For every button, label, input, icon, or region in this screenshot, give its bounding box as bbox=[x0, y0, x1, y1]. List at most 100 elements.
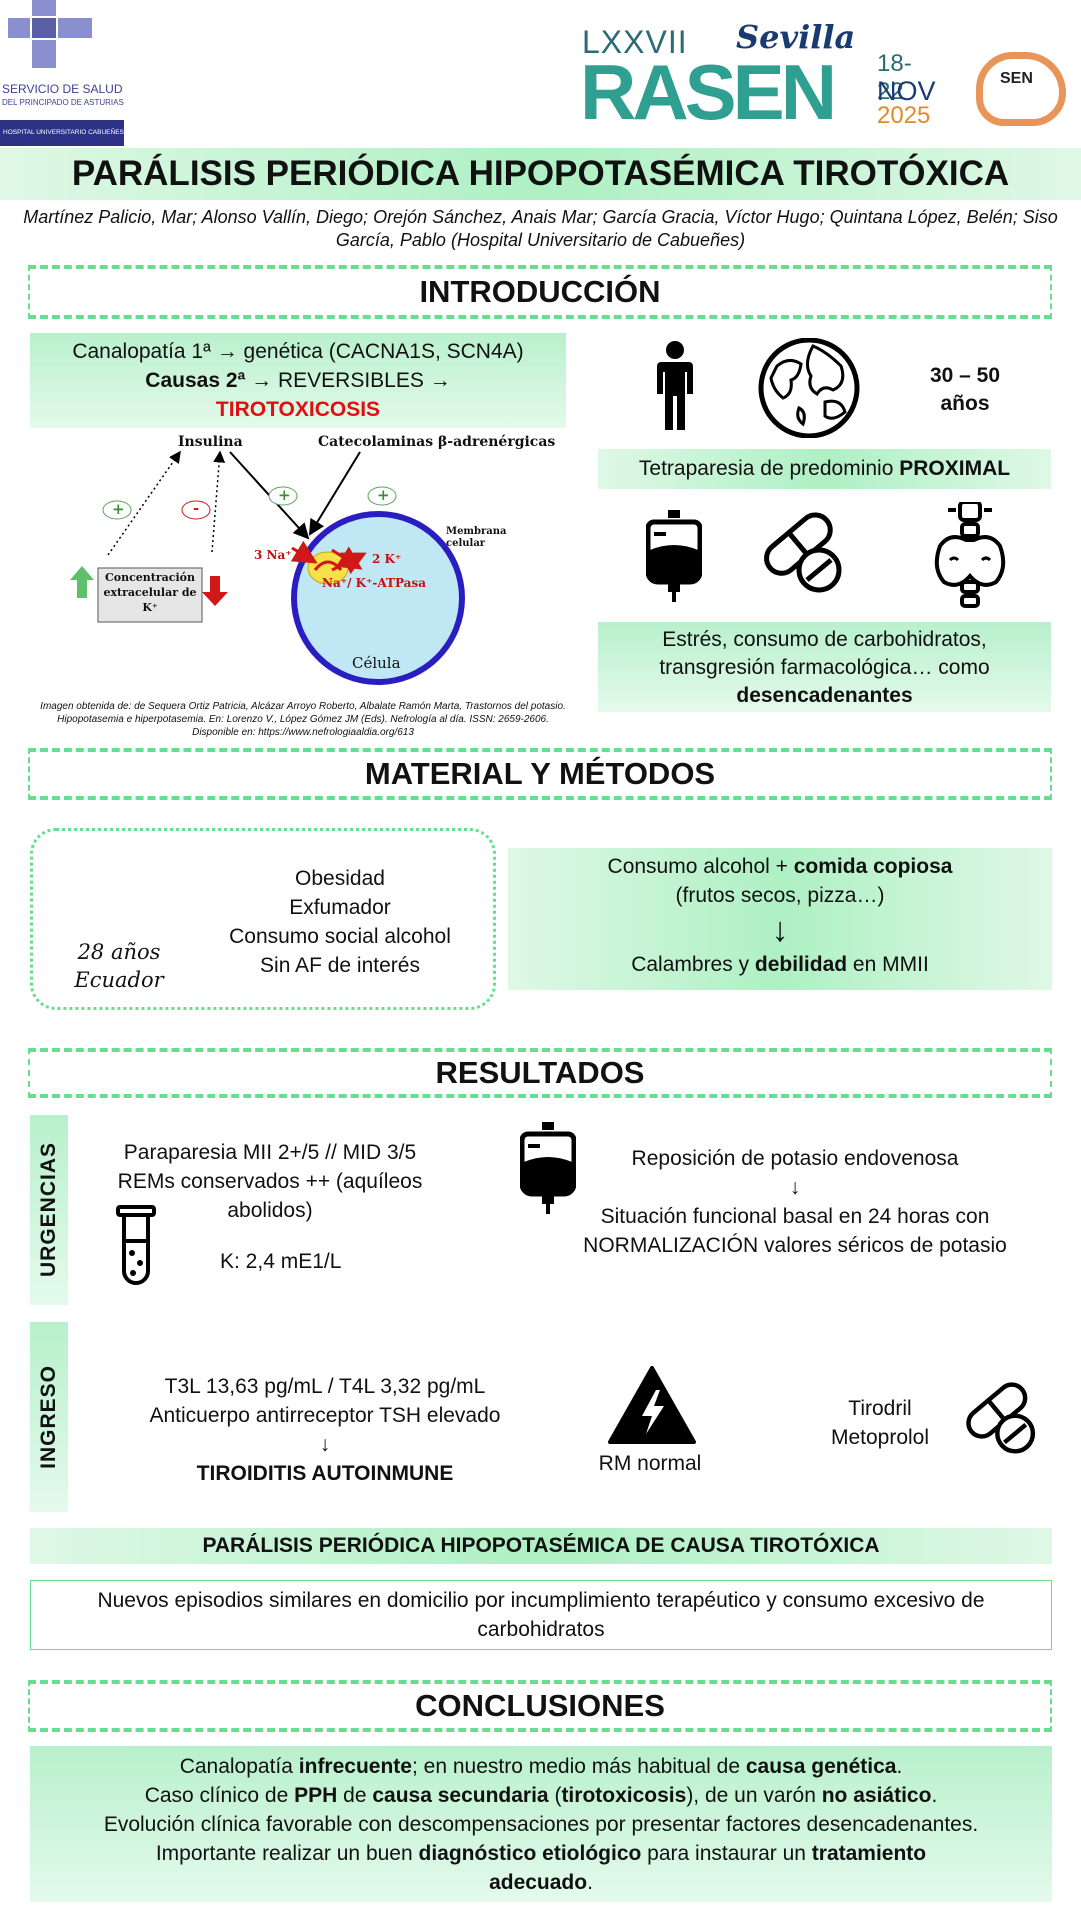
patient-age: 28 años bbox=[77, 940, 161, 964]
intro-heading-box bbox=[28, 265, 1052, 319]
date-year: 2025 bbox=[877, 102, 931, 129]
conclusion-line: Importante realizar un buen diagnóstico … bbox=[155, 1842, 927, 1865]
plus-sign: + bbox=[278, 486, 291, 504]
triggers-bold: desencadenantes bbox=[736, 684, 913, 707]
na-label: 3 Na⁺ bbox=[254, 548, 292, 562]
congress-name: RASEN bbox=[580, 48, 837, 136]
methods-heading-box bbox=[28, 748, 1052, 800]
pills-icon bbox=[966, 1382, 1036, 1454]
congress-number: LXXVII bbox=[582, 24, 688, 60]
org-line1: SERVICIO DE SALUD bbox=[2, 82, 123, 96]
patient-history: Obesidad Exfumador Consumo social alcoho… bbox=[200, 864, 480, 980]
history-item: Consumo social alcohol bbox=[229, 925, 451, 948]
basal-line1: Situación funcional basal en 24 horas co… bbox=[600, 1205, 990, 1228]
history-item: Obesidad bbox=[295, 867, 385, 890]
methods-heading: MATERIAL Y MÉTODOS bbox=[364, 756, 716, 791]
urgencias-band: URGENCIAS bbox=[30, 1115, 68, 1305]
history-item: Sin AF de interés bbox=[260, 954, 420, 977]
ingreso-label: INGRESO bbox=[37, 1365, 60, 1469]
patient-country: Ecuador bbox=[74, 968, 164, 992]
intro-box: Canalopatía 1ª → genética (CACNA1S, SCN4… bbox=[30, 333, 566, 428]
results-heading: RESULTADOS bbox=[435, 1055, 645, 1090]
case-bold: comida copiosa bbox=[793, 855, 953, 878]
treatment-block: Reposición de potasio endovenosa ↓ Situa… bbox=[545, 1144, 1045, 1260]
globe-icon bbox=[758, 338, 860, 438]
conc-label: Concentración extracelular de K⁺ bbox=[103, 571, 197, 614]
intro-box-line2: Causas 2ª → REVERSIBLES → bbox=[30, 366, 566, 395]
org-line2: DEL PRINCIPADO DE ASTURIAS bbox=[2, 98, 124, 107]
hospital-logo: SERVICIO DE SALUD DEL PRINCIPADO DE ASTU… bbox=[0, 0, 128, 148]
intro-heading: INTRODUCCIÓN bbox=[419, 274, 661, 309]
drug-list: Tirodril Metoprolol bbox=[820, 1394, 940, 1452]
pump-diagram: Insulina Catecolaminas β-adrenérgicas + … bbox=[60, 430, 560, 695]
basal-line2: NORMALIZACIÓN valores séricos de potasio bbox=[583, 1234, 1007, 1257]
diagnosis-thyroiditis: TIROIDITIS AUTOINMUNE bbox=[196, 1462, 454, 1485]
thyroid-icon bbox=[934, 502, 1006, 608]
tirotoxicosis-label: TIROTOXICOSIS bbox=[215, 398, 381, 421]
tetra-text: Tetraparesia de predominio bbox=[638, 457, 900, 480]
conclusion-line: Caso clínico de PPH de causa secundaria … bbox=[144, 1784, 938, 1807]
plus-sign: + bbox=[377, 486, 390, 504]
triggers-line2: transgresión farmacológica… como bbox=[659, 656, 990, 679]
plus-sign: + bbox=[112, 500, 125, 518]
history-item: Exfumador bbox=[289, 896, 391, 919]
pills-icon bbox=[764, 512, 842, 593]
warning-lightning-icon bbox=[608, 1366, 696, 1444]
membrana-label: Membrana celular bbox=[446, 526, 507, 549]
congress-city: Sevilla bbox=[736, 18, 856, 56]
authors: Martínez Palicio, Mar; Alonso Vallín, Di… bbox=[23, 207, 1058, 250]
urgencias-exam: Paraparesia MII 2+/5 // MID 3/5 REMs con… bbox=[117, 1141, 423, 1222]
pump-label: Na⁺/ K⁺-ATPasa bbox=[322, 576, 426, 590]
age-unit: años bbox=[940, 392, 990, 415]
conclusions-heading: CONCLUSIONES bbox=[415, 1688, 665, 1723]
followup-box: Nuevos episodios similares en domicilio … bbox=[30, 1580, 1052, 1650]
ingreso-band: INGRESO bbox=[30, 1322, 68, 1512]
cell-label: Célula bbox=[352, 654, 401, 672]
potassium-value: K: 2,4 mE1/L bbox=[220, 1250, 342, 1273]
conclusion-line: adecuado. bbox=[489, 1871, 593, 1894]
cross-icon bbox=[8, 0, 92, 68]
final-diagnosis: PARÁLISIS PERIÓDICA HIPOPOTASÉMICA DE CA… bbox=[30, 1528, 1052, 1564]
congress-logo: LXXVII Sevilla RASEN 18-22 NOV 2025 bbox=[580, 18, 936, 136]
iv-bag-icon bbox=[646, 510, 702, 602]
minus-sign: - bbox=[193, 499, 200, 517]
page-title: PARÁLISIS PERIÓDICA HIPOPOTASÉMICA TIROT… bbox=[71, 154, 1010, 193]
case-line3: Calambres y debilidad en MMII bbox=[631, 953, 929, 976]
down-arrow-icon: ↓ bbox=[789, 1176, 801, 1199]
k-label: 2 K⁺ bbox=[372, 552, 402, 566]
causas-text: → REVERSIBLES → bbox=[245, 369, 451, 392]
title-band bbox=[0, 148, 1081, 200]
drug-tirodril: Tirodril bbox=[848, 1397, 912, 1420]
sen-logo: SEN bbox=[976, 52, 1066, 126]
patient-box bbox=[30, 828, 496, 1010]
intro-box-line1: Canalopatía 1ª → genética (CACNA1S, SCN4… bbox=[72, 340, 524, 363]
triggers-line1: Estrés, consumo de carbohidratos, bbox=[662, 628, 987, 651]
triggers-box: Estrés, consumo de carbohidratos, transg… bbox=[598, 622, 1051, 712]
sen-logo-text: SEN bbox=[1000, 70, 1033, 87]
results-heading-box bbox=[28, 1048, 1052, 1098]
org-band: HOSPITAL UNIVERSITARIO CABUEÑES bbox=[0, 120, 124, 146]
tetra-bold: PROXIMAL bbox=[899, 457, 1011, 480]
case-line1: Consumo alcohol + comida copiosa bbox=[607, 855, 953, 878]
rm-result: RM normal bbox=[598, 1452, 702, 1475]
case-box: Consumo alcohol + comida copiosa (frutos… bbox=[508, 848, 1052, 990]
iv-bag-icon bbox=[520, 1122, 576, 1214]
down-arrow-icon: ↓ bbox=[319, 1433, 331, 1456]
test-tube-icon bbox=[116, 1205, 156, 1285]
diagram-caption: Imagen obtenida de: de Sequera Ortiz Pat… bbox=[40, 701, 566, 738]
drug-metoprolol: Metoprolol bbox=[830, 1426, 930, 1449]
tetra-box: Tetraparesia de predominio PROXIMAL bbox=[598, 449, 1051, 489]
person-icon bbox=[657, 341, 693, 430]
ingreso-labs: T3L 13,63 pg/mL / T4L 3,32 pg/mL Anticue… bbox=[110, 1372, 540, 1488]
causas-label: Causas 2ª bbox=[145, 369, 246, 392]
conclusions-box: Canalopatía infrecuente; en nuestro medi… bbox=[30, 1746, 1052, 1902]
conclusion-line: Evolución clínica favorable con descompe… bbox=[103, 1813, 979, 1836]
insulina-label: Insulina bbox=[178, 434, 243, 450]
repos-text: Reposición de potasio endovenosa bbox=[631, 1147, 959, 1170]
urgencias-label: URGENCIAS bbox=[37, 1142, 60, 1278]
date-days: 18-22 bbox=[877, 50, 912, 105]
case-line2: (frutos secos, pizza…) bbox=[675, 884, 885, 907]
conclusions-heading-box bbox=[28, 1680, 1052, 1732]
age-range: 30 – 50 bbox=[929, 364, 1001, 387]
catecolaminas-label: Catecolaminas β-adrenérgicas bbox=[318, 434, 556, 450]
